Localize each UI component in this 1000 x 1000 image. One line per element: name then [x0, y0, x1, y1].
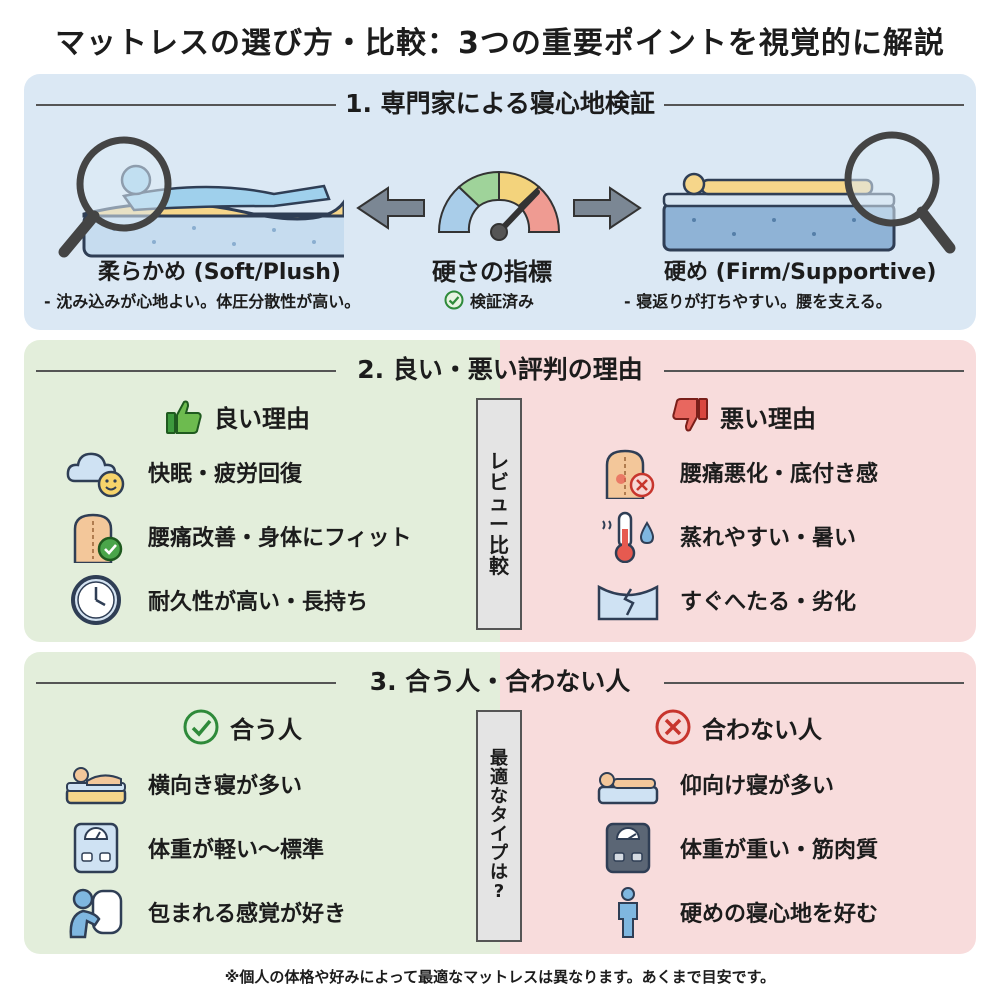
suitability-panel: 3. 合う人・合わない人 合う人 横向き寝が多い	[24, 652, 976, 954]
page-title: マットレスの選び方・比較：3つの重要ポイントを視覚的に解説	[55, 26, 945, 61]
list-item: 硬めの寝心地を好む	[596, 884, 878, 940]
unfit-title: 合わない人	[702, 715, 822, 744]
bad-item-2: 蒸れやすい・暑い	[680, 526, 857, 551]
bad-item-1: 腰痛悪化・底付き感	[680, 462, 879, 487]
reviews-panel: 2. 良い・悪い評判の理由 良い理由 快眠・疲労回復	[24, 340, 976, 642]
back-sleeper-icon	[597, 772, 659, 805]
bad-reasons-header: 悪い理由	[670, 396, 816, 436]
list-item: 蒸れやすい・暑い	[596, 508, 878, 564]
thermometer-drop-icon	[602, 511, 655, 563]
bad-reasons-list: 腰痛悪化・底付き感 蒸れやすい・暑い すぐへたる・劣化	[596, 444, 878, 628]
firm-label: 硬め (Firm/Supportive)	[664, 260, 937, 285]
check-circle-icon	[444, 290, 464, 310]
list-item: 腰痛改善・身体にフィット	[64, 508, 412, 564]
list-item: 仰向け寝が多い	[596, 756, 878, 812]
unfit-item-1: 仰向け寝が多い	[680, 774, 835, 799]
good-item-3: 耐久性が高い・長持ち	[148, 590, 369, 615]
section-heading: 2. 良い・悪い評判の理由	[24, 352, 976, 388]
section-heading: 1. 専門家による寝心地検証	[24, 86, 976, 122]
unfit-item-2: 体重が重い・筋肉質	[680, 838, 879, 863]
list-item: すぐへたる・劣化	[596, 572, 878, 628]
fit-item-2: 体重が軽い〜標準	[148, 838, 325, 863]
fit-header: 合う人	[182, 708, 302, 746]
thumbs-up-icon	[166, 400, 202, 434]
list-item: 耐久性が高い・長持ち	[64, 572, 412, 628]
good-item-1: 快眠・疲労回復	[148, 462, 303, 487]
back-pain-x-icon	[605, 449, 655, 499]
good-item-2: 腰痛改善・身体にフィット	[148, 526, 412, 551]
section-1-title: 1. 専門家による寝心地検証	[345, 89, 655, 118]
bad-reasons-title: 悪い理由	[720, 404, 816, 433]
light-scale-icon	[73, 822, 119, 874]
expert-test-panel: 1. 専門家による寝心地検証 柔らかめ (Soft/Plush) - 沈み込みが…	[24, 74, 976, 330]
good-reasons-title: 良い理由	[214, 404, 310, 433]
bad-item-3: すぐへたる・劣化	[680, 590, 857, 615]
list-item: 快眠・疲労回復	[64, 444, 412, 500]
magnifier-soft-mattress-icon	[58, 136, 344, 258]
firmness-index-label: 硬さの指標	[432, 258, 552, 286]
section-2-title: 2. 良い・悪い評判の理由	[357, 355, 643, 384]
fit-item-1: 横向き寝が多い	[148, 774, 303, 799]
list-item: 横向き寝が多い	[64, 756, 346, 812]
best-type-label: 最 適 な タ イ プ は ?	[476, 710, 522, 942]
clock-icon	[71, 575, 121, 625]
good-reasons-header: 良い理由	[164, 396, 310, 436]
fit-title: 合う人	[230, 715, 302, 744]
cloud-smile-icon	[66, 452, 125, 498]
list-item: 体重が重い・筋肉質	[596, 820, 878, 876]
list-item: 腰痛悪化・底付き感	[596, 444, 878, 500]
check-circle-icon	[183, 709, 219, 745]
unfit-item-3: 硬めの寝心地を好む	[680, 902, 879, 927]
person-standing-icon	[618, 887, 638, 938]
soft-desc: - 沈み込みが心地よい。体圧分散性が高い。	[44, 292, 361, 311]
review-compare-label: レ ビ ュ ー 比 較	[476, 398, 522, 630]
unfit-list: 仰向け寝が多い 体重が重い・筋肉質 硬めの寝心地を好む	[596, 756, 878, 940]
soft-label: 柔らかめ (Soft/Plush)	[98, 260, 341, 285]
fit-item-3: 包まれる感覚が好き	[148, 902, 347, 927]
section-heading: 3. 合う人・合わない人	[24, 664, 976, 700]
footnote: ※個人の体格や好みによって最適なマットレスは異なります。あくまで目安です。	[224, 968, 776, 986]
side-sleeper-icon	[65, 767, 127, 805]
pillow-hug-icon	[69, 888, 123, 939]
firmness-gauge-icon	[356, 170, 642, 241]
list-item: 体重が軽い〜標準	[64, 820, 346, 876]
verified-badge: 検証済み	[444, 288, 534, 312]
firm-desc: - 寝返りが打ちやすい。腰を支える。	[624, 292, 892, 311]
list-item: 包まれる感覚が好き	[64, 884, 346, 940]
heavy-scale-icon	[605, 822, 651, 874]
unfit-header: 合わない人	[654, 708, 822, 746]
thumbs-down-icon	[672, 398, 708, 432]
section-3-title: 3. 合う人・合わない人	[369, 667, 631, 696]
sagging-mattress-icon	[597, 584, 659, 621]
back-check-icon	[73, 513, 123, 563]
magnifier-firm-mattress-icon	[662, 131, 956, 254]
fit-list: 横向き寝が多い 体重が軽い〜標準	[64, 756, 346, 940]
good-reasons-list: 快眠・疲労回復 腰痛改善・身体にフィット	[64, 444, 412, 628]
x-circle-icon	[655, 709, 691, 745]
verified-text: 検証済み	[470, 292, 535, 311]
